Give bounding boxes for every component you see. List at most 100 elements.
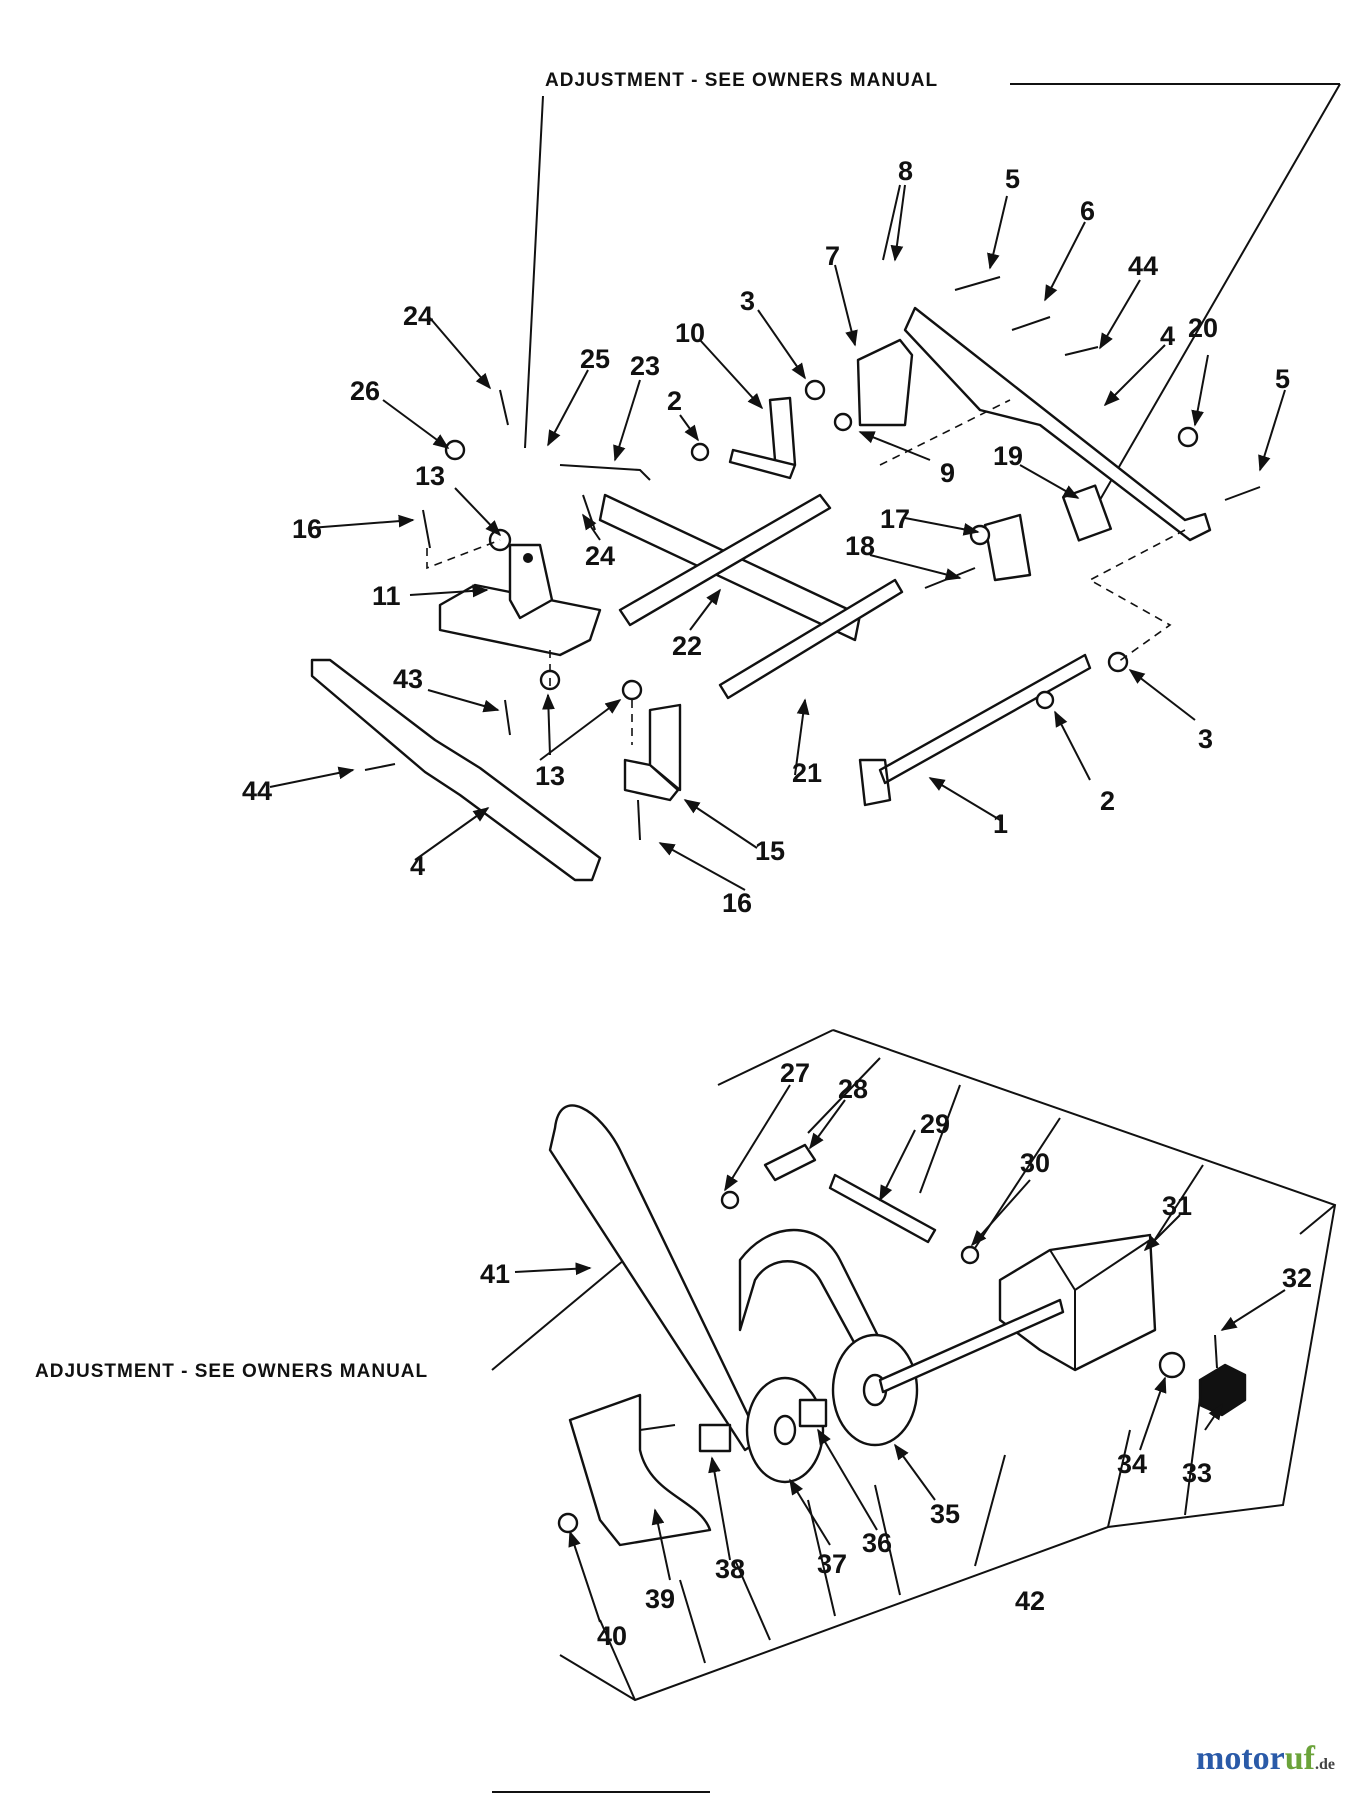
top-callout-leaders (269, 184, 1286, 891)
watermark-tld: .de (1314, 1756, 1335, 1773)
spacer-36 (798, 1398, 828, 1428)
callout-33: 33 (1182, 1458, 1212, 1488)
nut-2b (1035, 690, 1055, 710)
nut-9 (833, 412, 853, 432)
pivot-17 (969, 524, 991, 546)
belt-41 (548, 1104, 762, 1452)
callout-21: 21 (792, 758, 822, 788)
washer-34 (1158, 1351, 1186, 1379)
rod-29 (828, 1173, 937, 1244)
callout-26: 26 (350, 376, 380, 406)
callout-34: 34 (1117, 1449, 1147, 1479)
callout-10: 10 (675, 318, 705, 348)
top-caption-leader (524, 83, 1341, 506)
callout-1: 1 (993, 809, 1008, 839)
lever-arm-1 (858, 653, 1092, 807)
bracket-15 (623, 703, 682, 802)
bottom-callout-leaders (514, 1084, 1286, 1623)
pin-44b (364, 763, 396, 771)
callout-9: 9 (940, 458, 955, 488)
nut-40 (557, 1512, 579, 1534)
callout-37: 37 (817, 1549, 847, 1579)
callout-28: 28 (838, 1074, 868, 1104)
bracket-hole (523, 553, 533, 563)
callout-30: 30 (1020, 1148, 1050, 1178)
angle-bracket-10 (728, 396, 797, 480)
callout-36: 36 (862, 1528, 892, 1558)
watermark-part1: motor (1196, 1740, 1285, 1777)
clip-24a (499, 389, 509, 426)
callout-2-upper: 2 (667, 386, 682, 416)
callout-3-lower: 3 (1198, 724, 1213, 754)
top-adjustment-caption: ADJUSTMENT - SEE OWNERS MANUAL (545, 70, 938, 91)
idler-bracket-31 (998, 1233, 1157, 1372)
nut-13c (621, 679, 643, 701)
spacer-3b (1107, 651, 1129, 673)
callout-13-upper: 13 (415, 461, 445, 491)
watermark-part2: uf (1284, 1740, 1315, 1777)
callout-7: 7 (825, 241, 840, 271)
adjusting-rod (878, 1298, 1065, 1394)
pin-44a (1064, 346, 1099, 356)
callout-5-lower: 5 (1275, 364, 1290, 394)
shaft-upper (618, 493, 832, 627)
callout-41: 41 (480, 1259, 510, 1289)
bolt-5b (1224, 486, 1261, 501)
callout-4-right: 4 (1160, 321, 1175, 351)
nut-26 (444, 439, 466, 461)
callout-2-lower: 2 (1100, 786, 1115, 816)
callout-6: 6 (1080, 196, 1095, 226)
motoruf-watermark: motoruf.de (1196, 1740, 1335, 1778)
bottom-assembly: ADJUSTMENT - SEE OWNERS MANUAL (35, 1029, 1337, 1702)
bracket-17 (983, 513, 1032, 582)
callout-13-lower: 13 (535, 761, 565, 791)
alignment-dashes (426, 399, 1186, 745)
callout-5-upper: 5 (1005, 164, 1020, 194)
nut-2a (690, 442, 710, 462)
callout-35: 35 (930, 1499, 960, 1529)
callout-4-left: 4 (410, 851, 425, 881)
bolt-43 (504, 699, 511, 736)
bolt-5a (954, 276, 1001, 291)
callout-22: 22 (672, 631, 702, 661)
callout-23: 23 (630, 351, 660, 381)
pulley-37-hub (773, 1414, 797, 1446)
callout-25: 25 (580, 344, 610, 374)
knob-33 (1198, 1363, 1247, 1417)
callout-42: 42 (1015, 1586, 1045, 1616)
callout-27: 27 (780, 1058, 810, 1088)
callout-44-right: 44 (1128, 251, 1158, 281)
callout-16-upper: 16 (292, 514, 322, 544)
callout-31: 31 (1162, 1191, 1192, 1221)
bracket-upright-11 (508, 543, 554, 620)
callout-24-upper: 24 (403, 301, 433, 331)
callout-11: 11 (372, 581, 401, 611)
top-assembly: ADJUSTMENT - SEE OWNERS MANUAL (310, 70, 1341, 882)
spacer-38 (698, 1423, 732, 1453)
callout-44-left: 44 (242, 776, 272, 806)
washer-27 (720, 1190, 740, 1210)
callout-43: 43 (393, 664, 423, 694)
bolt-6 (1011, 316, 1051, 331)
pin-32 (1214, 1334, 1218, 1369)
callout-39: 39 (645, 1584, 675, 1614)
callout-8: 8 (898, 156, 913, 186)
kit-fan-leaders (599, 1029, 1336, 1701)
bottom-callouts: 27 28 29 30 31 32 33 34 35 36 37 38 39 4… (480, 1058, 1312, 1651)
callout-15: 15 (755, 836, 785, 866)
spacer-3a (804, 379, 826, 401)
bolt-16a (422, 509, 431, 549)
bottom-caption-leader (491, 1254, 631, 1371)
bottom-adjustment-caption: ADJUSTMENT - SEE OWNERS MANUAL (35, 1361, 428, 1382)
belt-guard-39 (568, 1393, 712, 1547)
washer-30 (960, 1245, 980, 1265)
spring-23 (559, 464, 651, 481)
frame-bar-left (310, 658, 602, 882)
bracket-7 (856, 338, 914, 427)
callout-18: 18 (845, 531, 875, 561)
top-callouts: 1 2 2 3 3 4 4 5 5 6 7 8 9 10 11 13 13 15… (242, 156, 1290, 918)
kit-outline-42 (559, 1029, 1337, 1702)
callout-19: 19 (993, 441, 1023, 471)
callout-3-upper: 3 (740, 286, 755, 316)
callout-32: 32 (1282, 1263, 1312, 1293)
